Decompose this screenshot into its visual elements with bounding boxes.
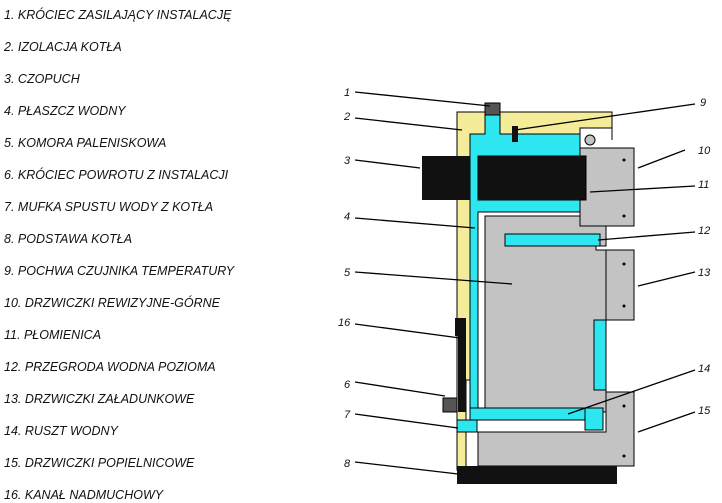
legend-item: 12. PRZEGRODA WODNA POZIOMA — [4, 360, 216, 374]
legend-item-text: DRZWICZKI REWIZYJNE-GÓRNE — [24, 296, 221, 310]
legend-item: 5. KOMORA PALENISKOWA — [4, 136, 166, 150]
legend-item: 2. IZOLACJA KOTŁA — [4, 40, 122, 54]
callout-12: 12 — [698, 225, 710, 237]
legend-item: 15. DRZWICZKI POPIELNICOWE — [4, 456, 194, 470]
loading-door — [605, 249, 635, 321]
callout-9: 9 — [700, 97, 706, 109]
legend-item: 10. DRZWICZKI REWIZYJNE-GÓRNE — [4, 296, 220, 310]
boiler-base — [457, 466, 617, 484]
legend-item-number: 7. — [4, 200, 15, 214]
callout-10: 10 — [698, 145, 711, 157]
legend-item: 14. RUSZT WODNY — [4, 424, 118, 438]
legend-item: 3. CZOPUCH — [4, 72, 80, 86]
supply-pipe — [484, 102, 501, 116]
legend-item-text: KANAŁ NADMUCHOWY — [24, 488, 164, 502]
callout-11: 11 — [698, 179, 709, 191]
legend-item-number: 12. — [4, 360, 22, 374]
pipe-fitting-circle — [584, 134, 596, 146]
legend-item-text: KRÓCIEC POWROTU Z INSTALACJI — [17, 168, 229, 182]
legend-item-number: 16. — [4, 488, 22, 502]
legend-item-text: PRZEGRODA WODNA POZIOMA — [24, 360, 216, 374]
legend-item-text: PŁASZCZ WODNY — [17, 104, 126, 118]
callout-2: 2 — [343, 111, 350, 123]
legend-item-number: 3. — [4, 72, 15, 86]
legend-item-text: KRÓCIEC ZASILAJĄCY INSTALACJĘ — [17, 8, 232, 22]
legend-item-text: KOMORA PALENISKOWA — [17, 136, 167, 150]
water-grate-bar — [469, 407, 596, 421]
callout-14: 14 — [698, 363, 710, 375]
leader-lines — [354, 91, 696, 475]
water-grate-box — [584, 407, 604, 431]
callout-7: 7 — [344, 409, 351, 421]
legend-item: 7. MUFKA SPUSTU WODY Z KOTŁA — [4, 200, 213, 214]
callout-3: 3 — [344, 155, 351, 167]
legend-item: 13. DRZWICZKI ZAŁADUNKOWE — [4, 392, 194, 406]
callout-16: 16 — [338, 317, 351, 329]
legend-item-text: PŁOMIENICA — [23, 328, 102, 342]
legend-item-number: 10. — [4, 296, 22, 310]
legend-item: 16. KANAŁ NADMUCHOWY — [4, 488, 163, 502]
flue-pipe — [422, 156, 470, 200]
legend-item: 11. PŁOMIENICA — [4, 328, 101, 342]
legend-item-text: MUFKA SPUSTU WODY Z KOTŁA — [17, 200, 214, 214]
legend-item-number: 8. — [4, 232, 15, 246]
water-baffle — [504, 233, 601, 247]
callout-6: 6 — [344, 379, 351, 391]
upper-inspection-door — [579, 147, 635, 227]
legend-item-text: RUSZT WODNY — [24, 424, 118, 438]
callout-15: 15 — [698, 405, 711, 417]
drain-fitting — [456, 419, 478, 433]
flame-tube — [478, 156, 586, 200]
legend-item-text: IZOLACJA KOTŁA — [17, 40, 122, 54]
legend-item: 8. PODSTAWA KOTŁA — [4, 232, 132, 246]
legend-item-text: CZOPUCH — [17, 72, 80, 86]
legend-item-text: PODSTAWA KOTŁA — [17, 232, 133, 246]
blower-channel — [458, 318, 466, 412]
legend-item-number: 11. — [4, 328, 21, 342]
legend-item-number: 5. — [4, 136, 15, 150]
legend-item-text: DRZWICZKI ZAŁADUNKOWE — [24, 392, 195, 406]
water-jacket-right — [593, 319, 607, 391]
legend-item: 1. KRÓCIEC ZASILAJĄCY INSTALACJĘ — [4, 8, 231, 22]
legend-item-number: 14. — [4, 424, 22, 438]
legend-item-number: 9. — [4, 264, 15, 278]
legend-item-number: 15. — [4, 456, 22, 470]
callout-5: 5 — [344, 267, 351, 279]
callout-8: 8 — [344, 458, 351, 470]
legend-item: 4. PŁASZCZ WODNY — [4, 104, 126, 118]
legend-item: 6. KRÓCIEC POWROTU Z INSTALACJI — [4, 168, 228, 182]
legend-item: 9. POCHWA CZUJNIKA TEMPERATURY — [4, 264, 234, 278]
return-pipe — [442, 397, 458, 413]
legend-item-number: 2. — [4, 40, 15, 54]
sensor-pocket — [512, 126, 518, 142]
legend-item-text: POCHWA CZUJNIKA TEMPERATURY — [17, 264, 235, 278]
callout-13: 13 — [698, 267, 711, 279]
legend-item-number: 1. — [4, 8, 15, 22]
legend-item-number: 4. — [4, 104, 15, 118]
legend-item-text: DRZWICZKI POPIELNICOWE — [24, 456, 195, 470]
legend-item-number: 6. — [4, 168, 15, 182]
legend-item-number: 13. — [4, 392, 22, 406]
callout-1: 1 — [344, 87, 350, 99]
callout-4: 4 — [344, 211, 350, 223]
